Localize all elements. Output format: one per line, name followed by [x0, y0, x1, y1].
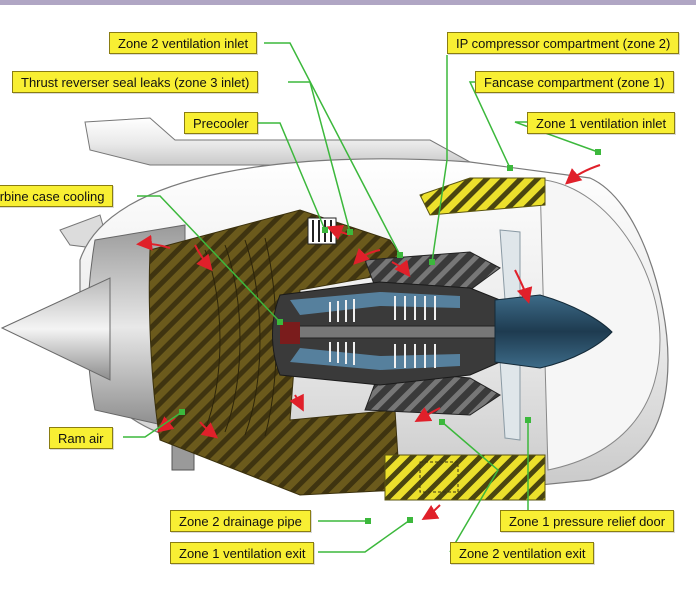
main-shaft [290, 326, 510, 338]
label-zone2-ventilation-exit: Zone 2 ventilation exit [450, 542, 594, 564]
turbine-ring [280, 322, 300, 344]
label-thrust-reverser-seal-leaks: Thrust reverser seal leaks (zone 3 inlet… [12, 71, 258, 93]
label-zone1-ventilation-exit: Zone 1 ventilation exit [170, 542, 314, 564]
label-turbine-case-cooling: Turbine case cooling [0, 185, 113, 207]
label-ip-compressor-compartment: IP compressor compartment (zone 2) [447, 32, 679, 54]
label-zone1-pressure-relief-door: Zone 1 pressure relief door [500, 510, 674, 532]
label-fancase-compartment: Fancase compartment (zone 1) [475, 71, 674, 93]
pylon [85, 118, 470, 165]
zone1-fancase-bottom [385, 455, 545, 500]
label-zone2-drainage-pipe: Zone 2 drainage pipe [170, 510, 311, 532]
label-ram-air: Ram air [49, 427, 113, 449]
nose-cone [2, 278, 110, 380]
top-border [0, 0, 696, 5]
label-precooler: Precooler [184, 112, 258, 134]
label-zone1-ventilation-inlet: Zone 1 ventilation inlet [527, 112, 675, 134]
label-zone2-ventilation-inlet: Zone 2 ventilation inlet [109, 32, 257, 54]
